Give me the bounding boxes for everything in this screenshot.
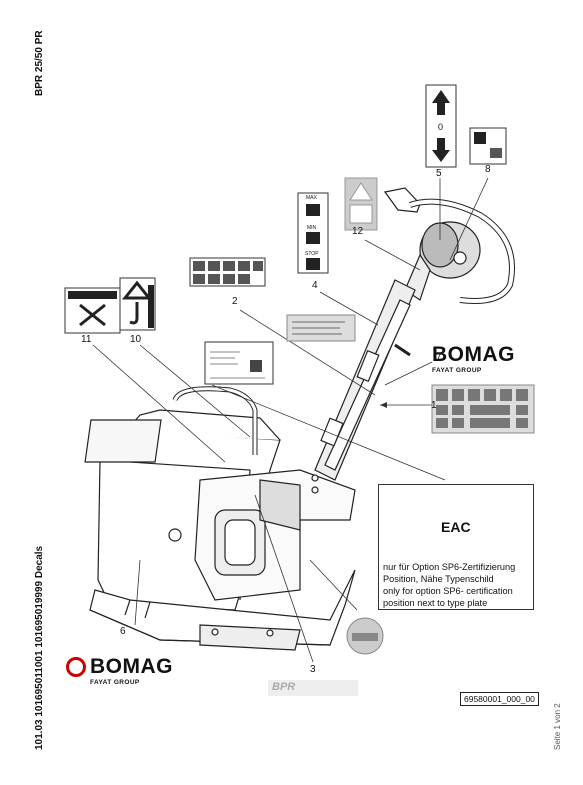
throttle-stop: STOP — [305, 251, 319, 257]
cert-line-4: position next to type plate — [383, 598, 488, 608]
brand-tagline: FAYAT GROUP — [432, 367, 482, 374]
brand-mark-icon — [66, 657, 86, 677]
brand-logo-right: BOMAG FAYAT GROUP — [432, 343, 515, 374]
throttle-min: MIN — [307, 225, 317, 231]
callout-2: 2 — [232, 296, 238, 307]
certification-note: nur für Option SP6-Zertifizierung Positi… — [383, 561, 515, 609]
callout-11: 11 — [81, 334, 92, 345]
brand-name-left: BOMAG — [90, 655, 173, 678]
throttle-max: MAX — [306, 195, 317, 201]
callout-4: 4 — [312, 280, 318, 291]
document-id: 69580001_000_00 — [460, 692, 539, 706]
callout-6: 6 — [120, 626, 126, 637]
callout-12: 12 — [352, 226, 364, 237]
callout-10: 10 — [130, 334, 142, 345]
cert-line-2: Position, Nähe Typenschild — [383, 574, 494, 584]
eac-mark: EAC — [441, 519, 471, 535]
cert-line-1: nur für Option SP6-Zertifizierung — [383, 562, 516, 572]
brand-name: BOMAG — [432, 343, 515, 366]
callout-7: 7 — [436, 352, 442, 363]
brand-tagline-left: FAYAT GROUP — [90, 679, 140, 686]
brand-logo-left: BOMAG FAYAT GROUP — [66, 655, 176, 689]
callout-1: 1 — [431, 400, 437, 411]
cert-line-3: only for option SP6- certification — [383, 586, 513, 596]
callout-3: 3 — [310, 664, 316, 675]
callout-5: 5 — [436, 168, 442, 179]
machine-badge: BPR — [272, 681, 296, 693]
callout-8: 8 — [485, 164, 491, 175]
certification-box: EAC nur für Option SP6-Zertifizierung Po… — [378, 484, 534, 610]
lever-zero: 0 — [438, 122, 444, 132]
